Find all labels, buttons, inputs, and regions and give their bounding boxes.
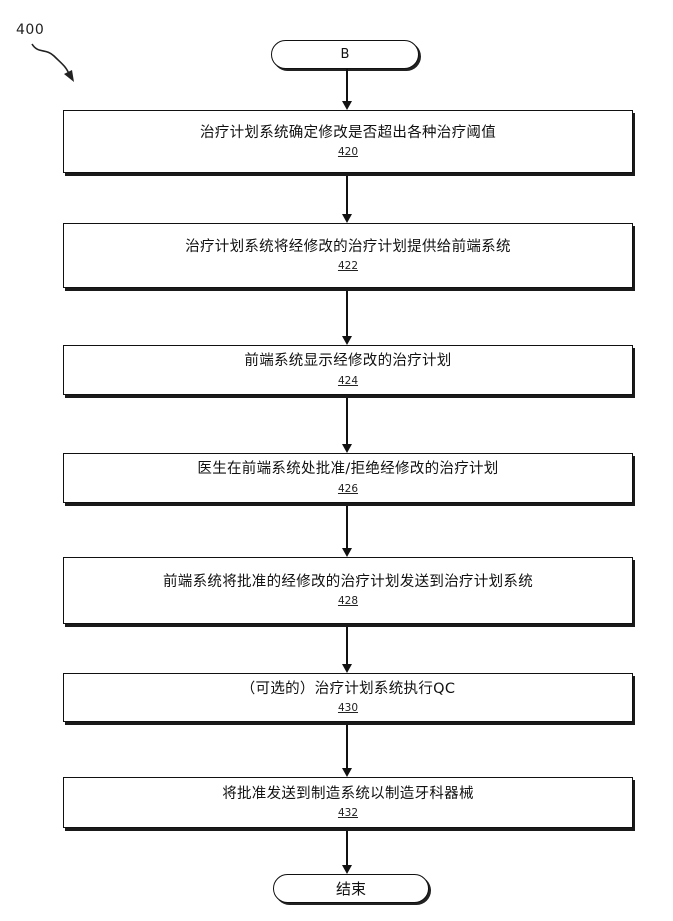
step-number: 428 [337, 595, 359, 608]
step-432: 将批准发送到制造系统以制造牙科器械 432 [63, 777, 633, 828]
step-number: 426 [337, 482, 359, 495]
connector-426-428 [346, 505, 348, 549]
arrowhead-icon [342, 768, 352, 777]
step-text: 前端系统显示经修改的治疗计划 [244, 353, 452, 370]
connector-422-424 [346, 291, 348, 337]
step-text: 将批准发送到制造系统以制造牙科器械 [222, 785, 474, 802]
start-label: B [340, 47, 350, 62]
connector-start-420 [346, 68, 348, 102]
step-number: 424 [337, 374, 359, 387]
arrowhead-icon [342, 101, 352, 110]
connector-420-422 [346, 175, 348, 215]
end-terminator: 结束 [273, 874, 429, 903]
step-number: 432 [337, 807, 359, 820]
step-text: 医生在前端系统处批准/拒绝经修改的治疗计划 [197, 461, 499, 478]
end-label: 结束 [335, 880, 366, 898]
figure-pointer-arrow-icon [31, 43, 74, 82]
step-424: 前端系统显示经修改的治疗计划 424 [63, 345, 633, 395]
connector-432-end [346, 830, 348, 866]
step-428: 前端系统将批准的经修改的治疗计划发送到治疗计划系统 428 [63, 557, 633, 624]
arrowhead-icon [342, 865, 352, 874]
step-number: 420 [337, 146, 359, 159]
step-text: 治疗计划系统确定修改是否超出各种治疗阈值 [200, 124, 496, 141]
step-text: 治疗计划系统将经修改的治疗计划提供给前端系统 [185, 238, 511, 255]
start-terminator: B [271, 40, 419, 69]
connector-430-432 [346, 725, 348, 769]
arrowhead-icon [342, 444, 352, 453]
connector-428-430 [346, 627, 348, 665]
step-430: （可选的）治疗计划系统执行QC 430 [63, 673, 633, 722]
step-426: 医生在前端系统处批准/拒绝经修改的治疗计划 426 [63, 453, 633, 503]
arrowhead-icon [342, 214, 352, 223]
step-420: 治疗计划系统确定修改是否超出各种治疗阈值 420 [63, 110, 633, 173]
connector-424-426 [346, 397, 348, 445]
step-number: 422 [337, 260, 359, 273]
arrowhead-icon [342, 336, 352, 345]
step-text: 前端系统将批准的经修改的治疗计划发送到治疗计划系统 [163, 573, 533, 590]
arrowhead-icon [342, 664, 352, 673]
step-text: （可选的）治疗计划系统执行QC [240, 680, 456, 697]
arrowhead-icon [342, 548, 352, 557]
step-422: 治疗计划系统将经修改的治疗计划提供给前端系统 422 [63, 223, 633, 288]
step-number: 430 [337, 702, 359, 715]
figure-label: 400 [16, 22, 45, 38]
